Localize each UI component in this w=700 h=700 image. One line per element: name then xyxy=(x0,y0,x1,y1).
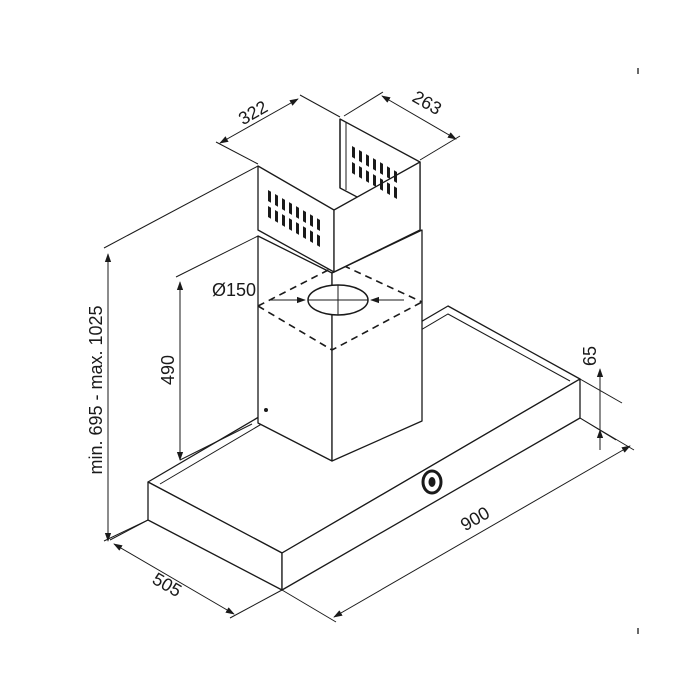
dim-label-65: 65 xyxy=(580,346,600,366)
upper-chimney xyxy=(257,118,421,273)
control-knob-icon xyxy=(421,469,443,495)
dim-chimney-width: 322 xyxy=(215,94,341,165)
dim-chimney-height: 490 xyxy=(158,235,259,461)
dim-label-490: 490 xyxy=(158,355,178,385)
dim-duct-diameter: Ø150 xyxy=(212,280,404,304)
vent-slots xyxy=(268,146,397,248)
dim-total-height: min. 695 - max. 1025 xyxy=(86,165,259,542)
dim-hood-thickness: 65 xyxy=(579,346,623,450)
dim-label-263: 263 xyxy=(409,87,445,119)
dim-label-total-height: min. 695 - max. 1025 xyxy=(86,305,106,474)
dim-label-322: 322 xyxy=(235,97,271,129)
duct-opening xyxy=(257,263,423,351)
dim-label-150: Ø150 xyxy=(212,280,256,300)
dim-label-900: 900 xyxy=(457,503,493,535)
dim-label-505: 505 xyxy=(149,569,185,601)
